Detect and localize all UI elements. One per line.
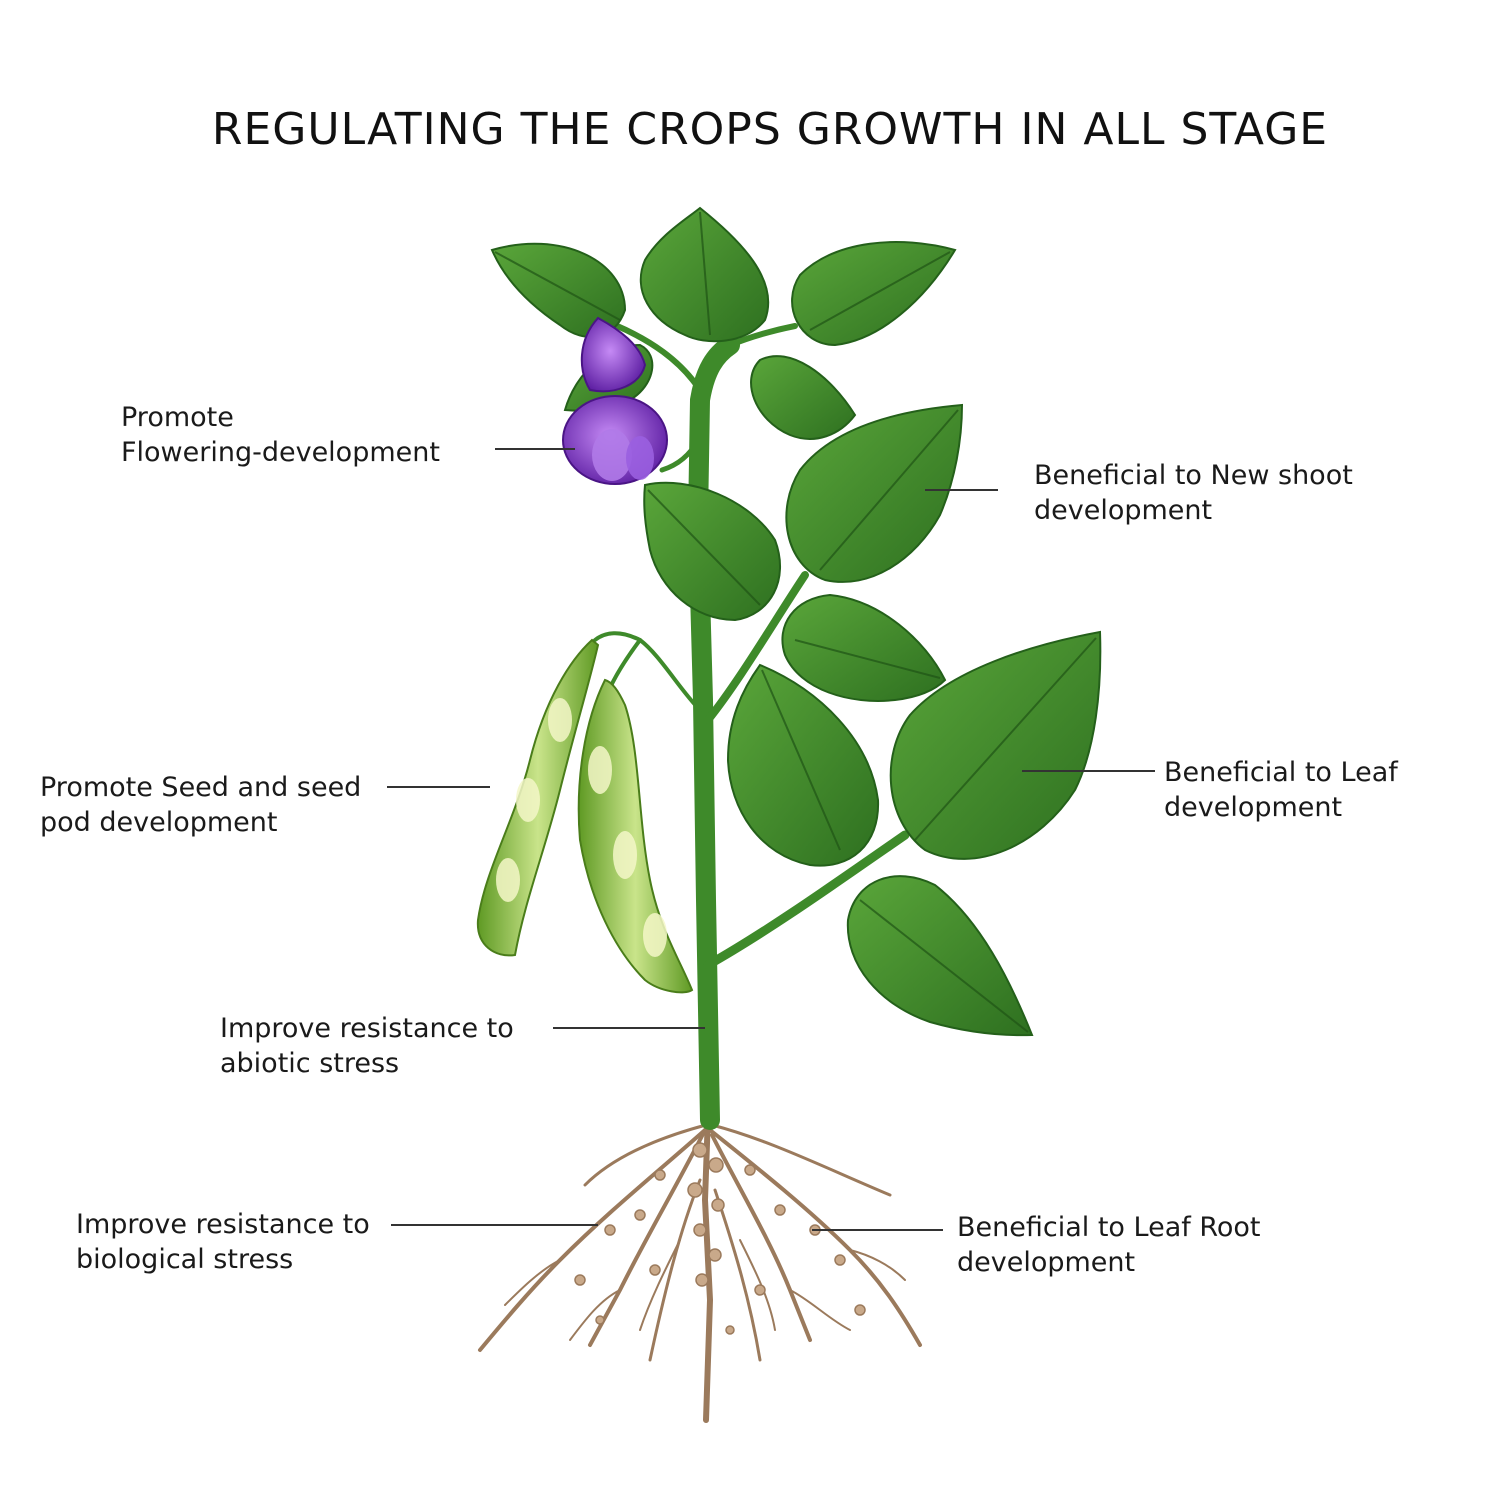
label-biological: Improve resistance to biological stress (76, 1209, 370, 1275)
leaf-upper-right-small (750, 355, 857, 440)
leader-lines (387, 448, 1155, 1231)
roots (478, 1112, 922, 1423)
leaf-veins (494, 211, 1097, 1033)
flower (562, 316, 668, 485)
pod-right (577, 678, 694, 994)
label-root: Beneficial to Leaf Root development (957, 1212, 1261, 1278)
label-new-shoot: Beneficial to New shoot development (1034, 460, 1353, 526)
label-seed-pod: Promote Seed and seed pod development (40, 772, 362, 838)
diagram-title: REGULATING THE CROPS GROWTH IN ALL STAGE (211, 104, 1329, 155)
leaf-mid-left (643, 481, 781, 622)
label-abiotic: Improve resistance to abiotic stress (220, 1013, 514, 1079)
label-flowering: Promote Flowering-development (121, 402, 440, 468)
label-leaf: Beneficial to Leaf development (1164, 757, 1398, 823)
root-nodules (574, 1142, 866, 1335)
flower-upper-petal (580, 316, 647, 393)
leaf-bottom-right (846, 875, 1034, 1037)
seed-pods (476, 638, 694, 994)
leaf-mid-right (781, 593, 947, 702)
leaf-shoot (785, 403, 964, 583)
leaf-large-right (889, 630, 1102, 860)
